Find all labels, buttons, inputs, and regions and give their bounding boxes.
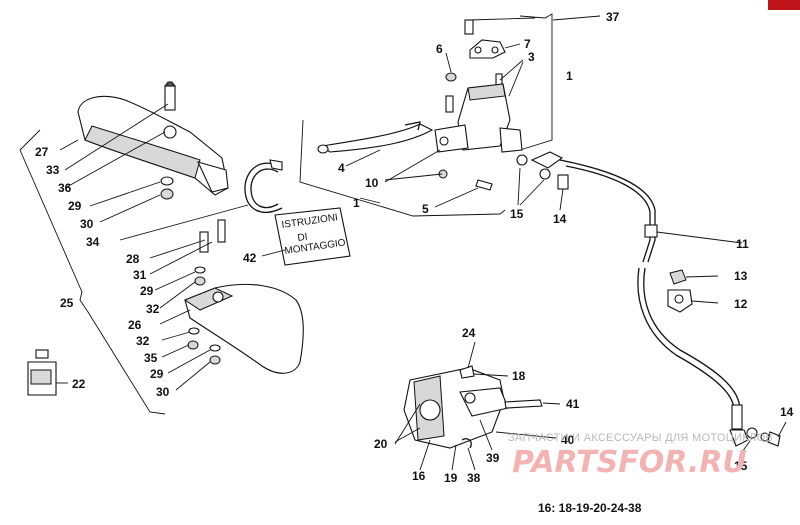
- label-29-low: 29: [150, 367, 164, 381]
- label-26: 26: [128, 318, 142, 332]
- hose-clips: [667, 269, 719, 313]
- part-number-labels: 37 7 6 3 1 27 33 36 29 30 4 10 1 5 15 14…: [35, 10, 794, 485]
- label-10: 10: [365, 176, 379, 190]
- brake-hose: [559, 159, 749, 447]
- label-22: 22: [72, 377, 86, 391]
- label-38: 38: [467, 471, 481, 485]
- label-12: 12: [734, 297, 748, 311]
- label-4: 4: [338, 161, 345, 175]
- label-28: 28: [126, 252, 140, 266]
- label-16: 16: [412, 469, 426, 483]
- label-25: 25: [60, 296, 74, 310]
- footer-reference: 16: 18-19-20-24-38: [538, 501, 642, 515]
- label-37: 37: [606, 10, 620, 24]
- note-line-2: DI: [297, 232, 308, 244]
- label-40: 40: [561, 433, 575, 447]
- watermark: ЗАПЧАСТИ И АКСЕССУАРЫ ДЛЯ МОТОЦИКЛОВ PAR…: [508, 432, 773, 480]
- label-1-lower: 1: [353, 196, 360, 210]
- label-29-top: 29: [68, 199, 82, 213]
- brace-25: [19, 129, 166, 415]
- label-30-top: 30: [80, 217, 94, 231]
- master-cylinder-group: [299, 13, 601, 217]
- label-20: 20: [374, 437, 388, 451]
- label-42: 42: [243, 251, 257, 265]
- label-19: 19: [444, 471, 458, 485]
- label-1-upper: 1: [566, 69, 573, 83]
- label-32-mid: 32: [146, 302, 160, 316]
- label-32-low: 32: [136, 334, 150, 348]
- brake-caliper: [394, 341, 561, 471]
- hose-end-caliper: [739, 421, 787, 456]
- label-39: 39: [486, 451, 500, 465]
- clamp-ring: [119, 159, 283, 241]
- label-13: 13: [734, 269, 748, 283]
- label-24: 24: [462, 326, 476, 340]
- label-29-mid: 29: [140, 284, 154, 298]
- label-31: 31: [133, 268, 147, 282]
- label-3: 3: [528, 50, 535, 64]
- label-27: 27: [35, 145, 49, 159]
- label-7: 7: [524, 37, 531, 51]
- label-34: 34: [86, 235, 100, 249]
- label-5: 5: [422, 202, 429, 216]
- corner-mark: [768, 0, 800, 10]
- label-15-top: 15: [510, 207, 524, 221]
- handguard-lower: [149, 219, 304, 391]
- watermark-logo: PARTSFOR.RU: [512, 445, 747, 480]
- label-30-low: 30: [156, 385, 170, 399]
- label-18: 18: [512, 369, 526, 383]
- label-35: 35: [144, 351, 158, 365]
- handguard-upper: [59, 81, 229, 223]
- label-33: 33: [46, 163, 60, 177]
- label-6: 6: [436, 42, 443, 56]
- label-15-bottom: 15: [734, 459, 748, 473]
- label-14-top: 14: [553, 212, 567, 226]
- label-14-bottom: 14: [780, 405, 794, 419]
- grease-bottle: [27, 349, 68, 396]
- watermark-text: ЗАПЧАСТИ И АКСЕССУАРЫ ДЛЯ МОТОЦИКЛОВ: [508, 432, 773, 444]
- label-36: 36: [58, 181, 72, 195]
- label-41: 41: [566, 397, 580, 411]
- mounting-instructions-sheet: ISTRUZIONI DI MONTAGGIO: [261, 207, 351, 266]
- label-11: 11: [736, 237, 749, 251]
